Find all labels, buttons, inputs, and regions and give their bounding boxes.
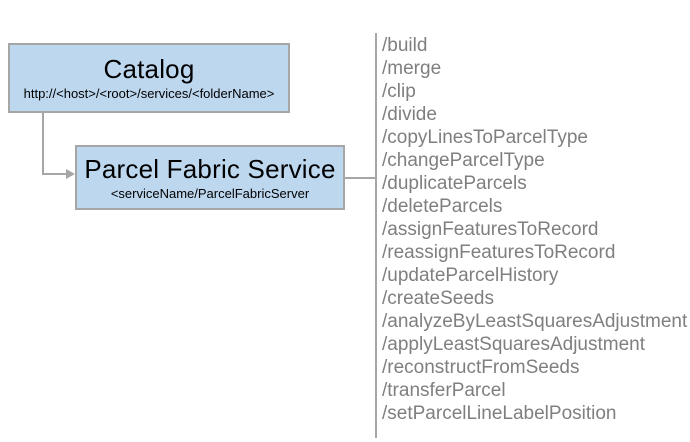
catalog-to-service-connector-vertical <box>42 113 44 175</box>
endpoint-item: /changeParcelType <box>382 150 545 171</box>
endpoint-list-divider <box>375 33 377 438</box>
endpoint-item: /reassignFeaturesToRecord <box>382 242 616 263</box>
service-title: Parcel Fabric Service <box>84 153 336 184</box>
endpoint-item: /applyLeastSquaresAdjustment <box>382 334 645 355</box>
endpoint-item: /divide <box>382 104 437 125</box>
endpoint-item: /clip <box>382 81 416 102</box>
endpoint-item: /setParcelLineLabelPosition <box>382 403 617 424</box>
connector-arrowhead-icon <box>66 169 75 179</box>
catalog-to-service-connector-horizontal <box>42 173 68 175</box>
endpoint-item: /reconstructFromSeeds <box>382 357 580 378</box>
parcel-fabric-service-box: Parcel Fabric Service <serviceName/Parce… <box>75 145 345 210</box>
endpoint-item: /analyzeByLeastSquaresAdjustment <box>382 311 688 332</box>
catalog-title: Catalog <box>103 54 195 84</box>
endpoint-item: /copyLinesToParcelType <box>382 127 588 148</box>
endpoint-item: /deleteParcels <box>382 196 503 217</box>
service-to-endpoints-connector <box>345 177 375 179</box>
catalog-url-pattern: http://<host>/<root>/services/<folderNam… <box>23 86 275 101</box>
endpoint-item: /transferParcel <box>382 380 506 401</box>
endpoint-item: /updateParcelHistory <box>382 265 559 286</box>
endpoint-item: /duplicateParcels <box>382 173 527 194</box>
endpoint-list: /build/merge/clip/divide/copyLinesToParc… <box>382 34 688 425</box>
endpoint-item: /createSeeds <box>382 288 494 309</box>
endpoint-item: /merge <box>382 58 442 79</box>
catalog-box: Catalog http://<host>/<root>/services/<f… <box>8 43 290 113</box>
endpoint-item: /build <box>382 35 428 56</box>
endpoint-item: /assignFeaturesToRecord <box>382 219 599 240</box>
service-url-pattern: <serviceName/ParcelFabricServer <box>110 185 310 201</box>
